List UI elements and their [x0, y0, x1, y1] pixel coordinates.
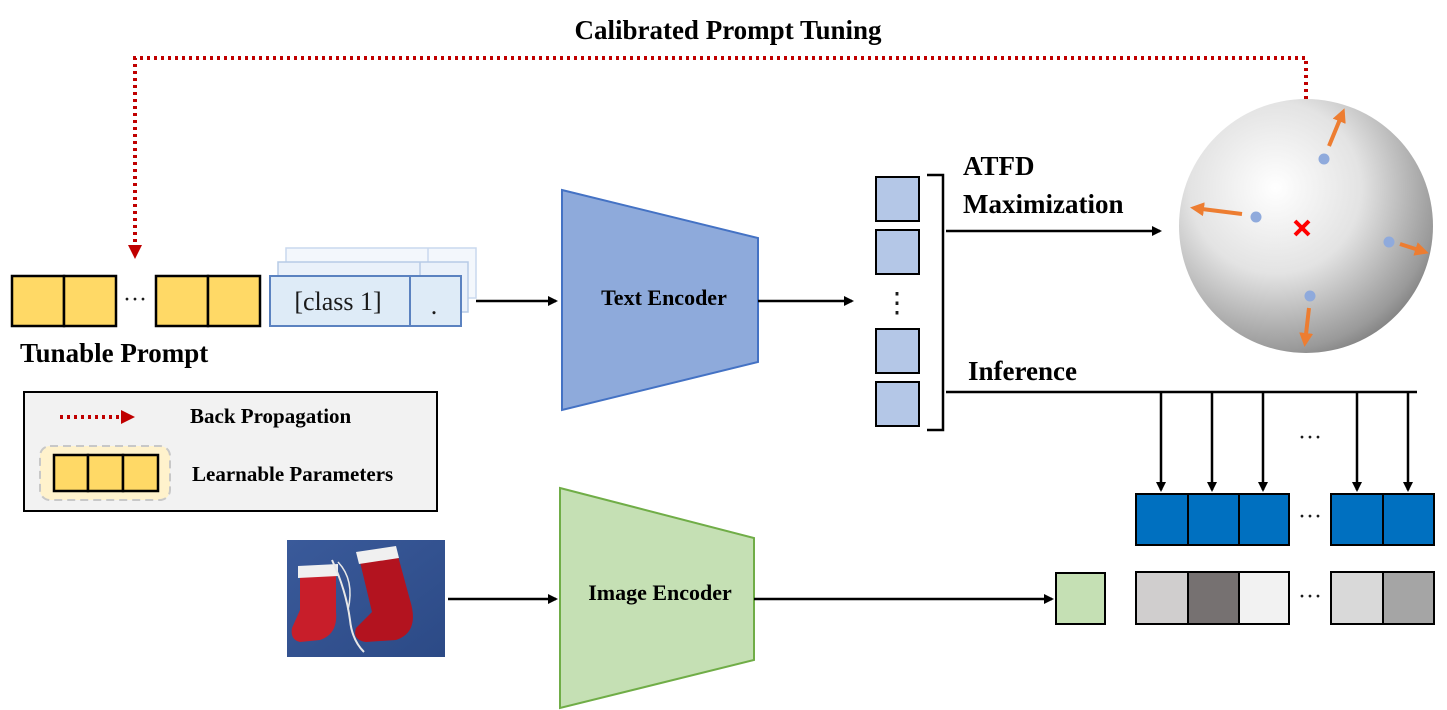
text-feature [875, 328, 920, 374]
similarity-score [1382, 571, 1435, 625]
image-feature [1055, 572, 1106, 625]
image-encoder-label: Image Encoder [588, 580, 732, 605]
text-feature-column: ⋮ [875, 176, 920, 427]
text-feature [875, 176, 920, 222]
prompt-token [62, 274, 118, 328]
classifier-weight [1238, 493, 1290, 546]
tunable-prompt-label: Tunable Prompt [20, 338, 208, 368]
legend: Back Propagation Learnable Parameters [23, 391, 438, 512]
prompt-token [154, 274, 210, 328]
repel-arrow [1399, 242, 1429, 256]
weights-ellipsis: ··· [1298, 504, 1322, 530]
embedding-dot [1304, 290, 1316, 302]
atfd-label-line1: ATFD [963, 151, 1035, 181]
back-propagation-path [128, 56, 1308, 259]
atfd-label-line2: Maximization [963, 189, 1123, 219]
class-token-label: [class 1] [294, 287, 381, 316]
text-encoder-label: Text Encoder [601, 285, 727, 310]
inference-ellipsis: ··· [1298, 425, 1322, 451]
similarity-score [1238, 571, 1290, 625]
embedding-dot [1383, 236, 1395, 248]
legend-learnable-parameters: Learnable Parameters [192, 462, 393, 486]
classifier-weights-row: ··· [1135, 493, 1435, 546]
legend-back-propagation: Back Propagation [190, 404, 352, 428]
inference-arrows [1156, 392, 1413, 492]
embedding-dot [1318, 153, 1330, 165]
classifier-weight [1330, 493, 1384, 546]
prompt-token [206, 274, 262, 328]
classifier-weight [1382, 493, 1435, 546]
sock-right [355, 556, 413, 642]
scores-ellipsis: ··· [1298, 584, 1322, 610]
classifier-weight [1135, 493, 1189, 546]
legend-prompt-token [86, 453, 125, 493]
text-feature [875, 381, 920, 427]
period-token [409, 275, 462, 327]
similarity-score [1187, 571, 1240, 625]
feature-bracket [927, 173, 945, 432]
sock-left [291, 570, 337, 642]
diagram-title: Calibrated Prompt Tuning [574, 15, 882, 45]
inference-label: Inference [968, 356, 1077, 386]
tunable-prompt: ··· [10, 274, 262, 328]
similarity-score [1135, 571, 1189, 625]
repel-arrow [1299, 307, 1314, 347]
similarity-score [1330, 571, 1384, 625]
text-feature [875, 229, 920, 275]
classifier-weight [1187, 493, 1240, 546]
similarity-row: ··· [1135, 571, 1435, 625]
period-token-label: . [431, 291, 438, 320]
legend-prompt-token [52, 453, 90, 493]
input-image [287, 540, 445, 657]
hypersphere [1179, 99, 1433, 353]
image-encoder [559, 486, 755, 710]
repel-arrow [1190, 202, 1243, 217]
text-feature-ellipsis: ⋮ [883, 288, 911, 319]
text-encoder [561, 188, 759, 412]
legend-prompt-token [121, 453, 160, 493]
class-token [269, 275, 411, 327]
embedding-dot [1250, 211, 1262, 223]
center-mark [1293, 219, 1311, 237]
prompt-ellipsis: ··· [123, 287, 147, 313]
prompt-token [10, 274, 66, 328]
class-token-stack: [class 1] . [269, 247, 477, 327]
repel-arrow [1327, 108, 1346, 147]
